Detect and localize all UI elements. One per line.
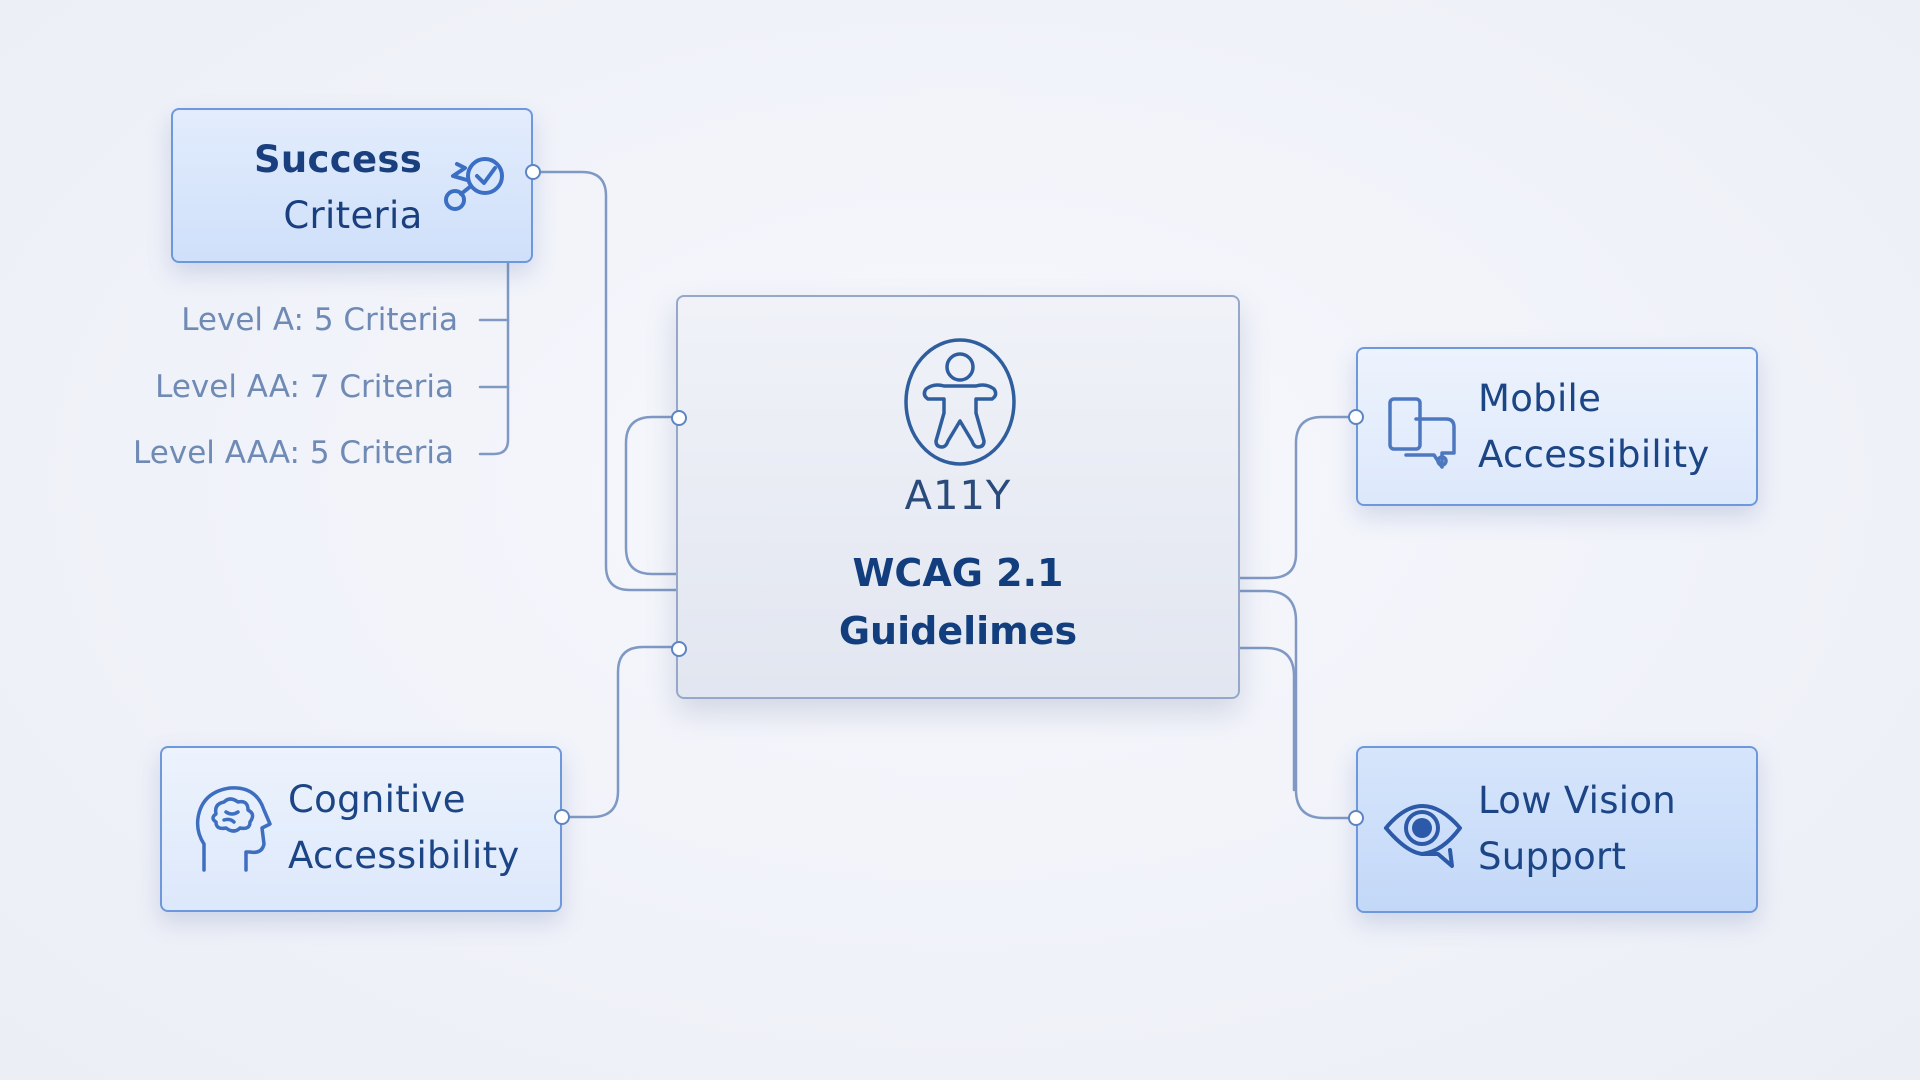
- cognitive-label: Cognitive Accessibility: [288, 772, 520, 884]
- success-criteria-node[interactable]: Success Criteria: [171, 108, 533, 263]
- connector-center-left-loop: [624, 415, 681, 576]
- connector-lowvision-to-center-a: [1238, 589, 1358, 820]
- mobile-label: Mobile Accessibility: [1478, 371, 1710, 483]
- cognitive-accessibility-node[interactable]: Cognitive Accessibility: [160, 746, 562, 912]
- connector-mobile-to-center: [1238, 415, 1358, 580]
- level-aaa-item: Level AAA: 5 Criteria: [133, 435, 454, 471]
- cognitive-line2: Accessibility: [288, 834, 520, 877]
- low-vision-support-node[interactable]: Low Vision Support: [1356, 746, 1758, 913]
- success-criteria-port[interactable]: [525, 164, 541, 180]
- mobile-line2: Accessibility: [1478, 433, 1710, 476]
- level-bracket: [478, 260, 510, 456]
- level-aa-item: Level AA: 7 Criteria: [155, 369, 454, 405]
- accessibility-person-icon: [904, 337, 1016, 467]
- connector-success-to-center: [530, 170, 678, 592]
- cognitive-line1: Cognitive: [288, 778, 466, 821]
- a11y-tag: A11Y: [904, 473, 1012, 519]
- low-vision-label: Low Vision Support: [1478, 773, 1676, 885]
- connector-cognitive-to-center: [559, 645, 681, 819]
- wcag-title-line1: WCAG 2.1: [852, 551, 1064, 595]
- success-criteria-line2: Criteria: [283, 194, 423, 237]
- center-port-upper-left[interactable]: [671, 410, 687, 426]
- checkmark-link-icon: [439, 152, 513, 226]
- level-a-item: Level A: 5 Criteria: [181, 302, 458, 338]
- low-vision-port[interactable]: [1348, 810, 1364, 826]
- eye-icon: [1382, 790, 1466, 870]
- success-criteria-line1: Success: [253, 138, 423, 181]
- mobile-devices-icon: [1386, 395, 1460, 471]
- low-vision-line1: Low Vision: [1478, 779, 1677, 822]
- mobile-port[interactable]: [1348, 409, 1364, 425]
- center-port-lower-left[interactable]: [671, 641, 687, 657]
- connector-lowvision-to-center-b: [1238, 646, 1296, 792]
- success-criteria-label: Success Criteria: [243, 132, 433, 244]
- low-vision-line2: Support: [1478, 835, 1627, 878]
- mobile-line1: Mobile: [1478, 377, 1602, 420]
- head-brain-icon: [190, 782, 278, 878]
- cognitive-port[interactable]: [554, 809, 570, 825]
- mobile-accessibility-node[interactable]: Mobile Accessibility: [1356, 347, 1758, 506]
- wcag-center-node[interactable]: A11Y WCAG 2.1 Guidelimes: [676, 295, 1240, 699]
- wcag-title-line2: Guidelimes: [838, 609, 1078, 653]
- wcag-title: WCAG 2.1 Guidelimes: [678, 544, 1238, 660]
